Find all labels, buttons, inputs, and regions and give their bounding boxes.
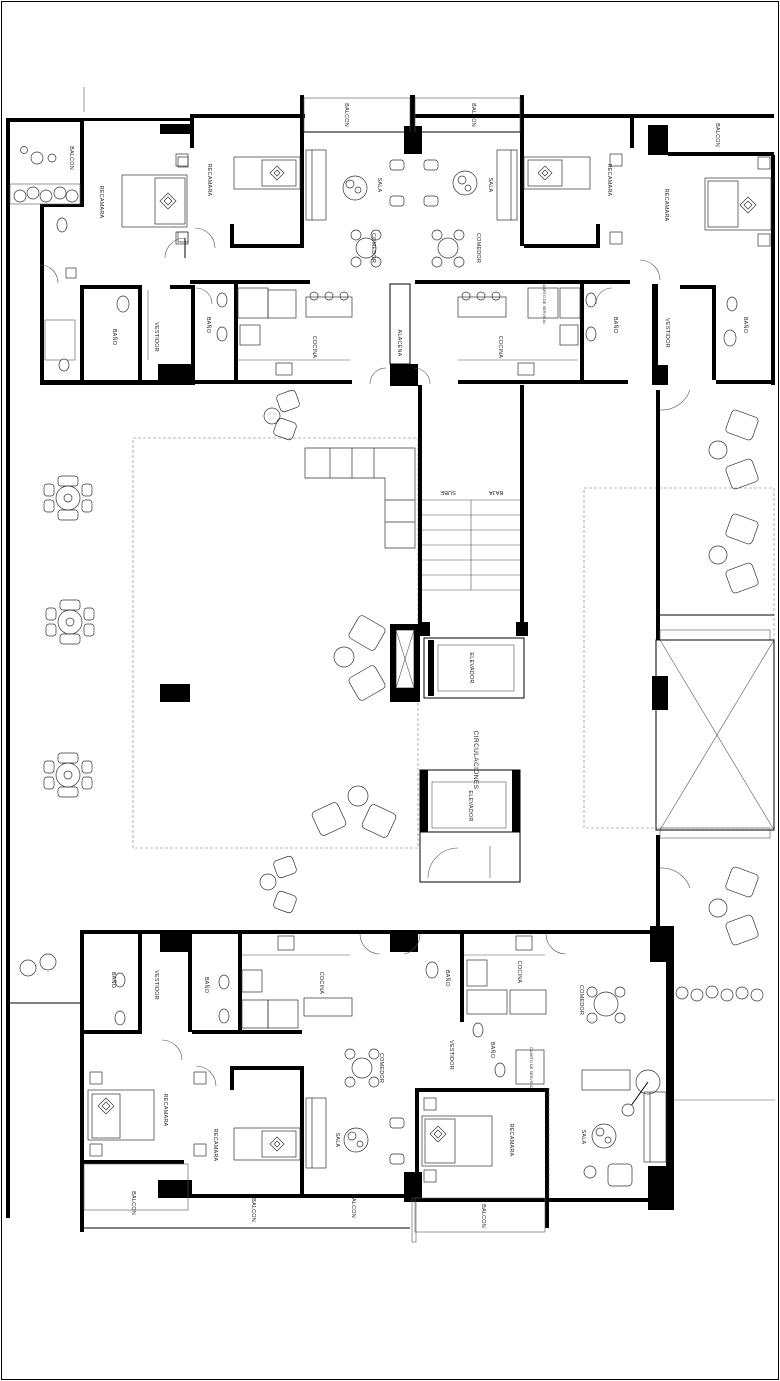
alacena-label: ALACENA — [396, 329, 402, 356]
recamara-label: RECAMARA — [162, 1094, 168, 1127]
recamara-label: RECAMARA — [508, 1124, 514, 1157]
cocina-label: COCINA — [497, 336, 503, 359]
bano-label: BAÑO — [742, 317, 749, 334]
bano-label: BAÑO — [111, 329, 118, 346]
outdoor-tables — [19, 475, 95, 977]
sala-label: SALA — [334, 1133, 340, 1148]
vestidor-label: VESTIDOR — [153, 322, 159, 352]
comedor-label: COMEDOR — [578, 985, 584, 1015]
balcon-label: BALCON — [480, 1204, 486, 1228]
recamara-label: RECAMARA — [212, 1129, 218, 1162]
baja-label: BAJA — [489, 489, 504, 495]
balcon-label: BALCON — [714, 123, 720, 147]
balcon-label: BALCON — [130, 1191, 136, 1215]
building-shell — [6, 118, 775, 1218]
sala-label: SALA — [376, 178, 382, 193]
balcon-label: BALCON — [343, 103, 349, 127]
cuarto-servicio-label: CUARTO DE SERVICIO — [529, 1047, 533, 1089]
unit-top-right: BALCON RECAMARA VESTIDOR BAÑO — [634, 114, 774, 385]
balcon-label: BALCON — [470, 103, 476, 127]
recamara-label: RECAMARA — [663, 189, 669, 222]
recamara-label: RECAMARA — [606, 164, 612, 197]
unit-top-center-right: BALCON SALA COMEDOR RECAMARA CUARTO DE S… — [413, 95, 635, 385]
comedor-label: COMEDOR — [475, 233, 481, 263]
cocina-label: COCINA — [318, 972, 324, 995]
circulaciones-label: CIRCULACIONES — [472, 731, 479, 790]
vestidor-label: VESTIDOR — [448, 1040, 454, 1070]
bano-label: BAÑO — [205, 317, 212, 334]
balcon-label: BALCON — [250, 1198, 256, 1222]
elevador-label: ELEVADOR — [467, 790, 473, 821]
sube-label: SUBE — [440, 489, 456, 495]
sala-label: SALA — [580, 1130, 586, 1145]
unit-top-center-left: BALCON RECAMARA SALA COMEDOR COCINA ALAC… — [175, 95, 422, 386]
sala-label: SALA — [487, 178, 493, 193]
bano-label: BAÑO — [203, 977, 210, 994]
bano-label: BAÑO — [489, 1042, 496, 1059]
cocina-label: COCINA — [516, 961, 522, 984]
unit-bottom-right: BALCON COCINA BAÑO BAÑO CUARTO DE SERVIC… — [403, 926, 674, 1243]
recamara-label: RECAMARA — [206, 164, 212, 197]
bano-label: BAÑO — [110, 972, 117, 989]
vestidor-label: VESTIDOR — [664, 318, 670, 348]
unit-top-left: BALCON RECAMARA BAÑO VESTIDOR — [6, 87, 195, 385]
unit-bottom-left: BALCON BALCON BALCON BAÑO VESTIDOR RECAM… — [80, 930, 418, 1232]
comedor-label: COMEDOR — [370, 233, 376, 263]
common-area: SUBE BAJA ELEVADOR CIRCULACIONES ELEVADO… — [19, 385, 775, 1002]
comedor-label: COMEDOR — [378, 1053, 384, 1083]
cocina-label: COCINA — [311, 336, 317, 359]
balcon-label: BALCON — [68, 146, 74, 170]
cuarto-servicio-label: CUARTO DE SERVICIO — [542, 282, 546, 324]
vestidor-label: VESTIDOR — [153, 970, 159, 1000]
balcon-label: BALCON — [350, 1194, 356, 1218]
elevador-label: ELEVADOR — [468, 652, 474, 683]
bano-label: BAÑO — [444, 970, 451, 987]
recamara-label: RECAMARA — [98, 186, 104, 219]
bano-label: BAÑO — [612, 317, 619, 334]
